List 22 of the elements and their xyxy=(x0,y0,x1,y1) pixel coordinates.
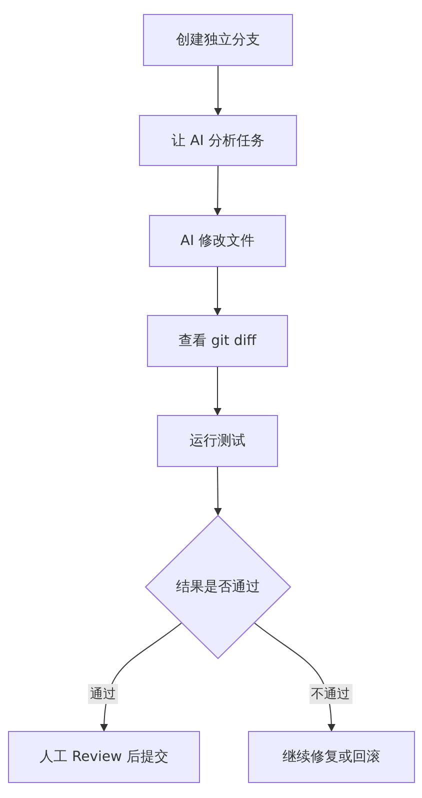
process-box xyxy=(147,315,288,367)
process-box xyxy=(248,731,415,783)
edge-label: 不通过 xyxy=(309,684,352,704)
edge-label: 通过 xyxy=(88,684,118,704)
node-label: 让 AI 分析任务 xyxy=(172,132,264,150)
process-box xyxy=(149,215,286,267)
arrow xyxy=(214,466,222,516)
node-label: 结果是否通过 xyxy=(176,578,260,596)
node-label: 运行测试 xyxy=(190,432,246,450)
arrow xyxy=(214,366,222,416)
process-box xyxy=(157,415,278,467)
arrow xyxy=(214,166,222,216)
node-label: 人工 Review 后提交 xyxy=(40,748,168,766)
arrow xyxy=(214,66,222,116)
arrow xyxy=(214,266,222,316)
process-box xyxy=(143,14,293,66)
node-label: 查看 git diff xyxy=(178,332,256,350)
process-box xyxy=(8,731,200,783)
process-box xyxy=(139,115,297,166)
node-label: AI 修改文件 xyxy=(180,232,255,250)
node-label: 创建独立分支 xyxy=(176,31,260,49)
node-label: 继续修复或回滚 xyxy=(282,748,380,766)
